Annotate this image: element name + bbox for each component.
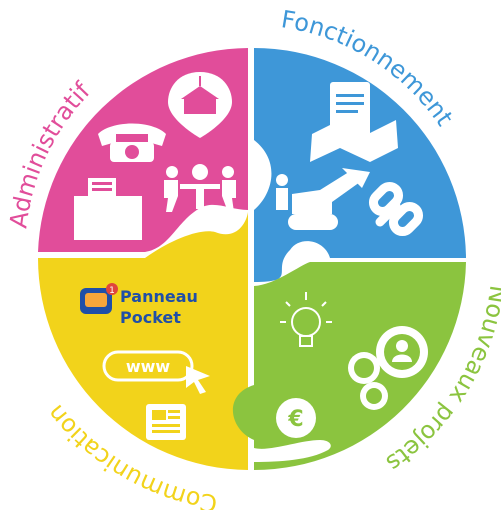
svg-text:www: www — [126, 357, 171, 376]
telephone-icon — [98, 123, 166, 162]
svg-text:1: 1 — [109, 286, 115, 296]
town-hall-pin-icon — [168, 72, 232, 138]
newspaper-icon — [146, 404, 186, 440]
meeting-icon — [164, 164, 236, 212]
euro-hand-icon: € — [254, 398, 331, 462]
www-browser-icon: www — [102, 350, 210, 394]
contract-handshake-icon — [310, 82, 398, 162]
panneaupocket-logo: 1 Panneau Pocket — [80, 283, 198, 327]
svg-text:Panneau: Panneau — [120, 287, 198, 306]
gears-people-icon — [348, 326, 428, 410]
chain-link-icon — [368, 181, 424, 237]
folder-documents-icon — [74, 178, 142, 240]
bulldozer-worker-icon — [276, 168, 370, 230]
quadrant-communication — [37, 212, 249, 470]
svg-text:Pocket: Pocket — [120, 308, 181, 327]
lightbulb-icon — [280, 292, 332, 347]
svg-text:€: € — [287, 407, 303, 432]
